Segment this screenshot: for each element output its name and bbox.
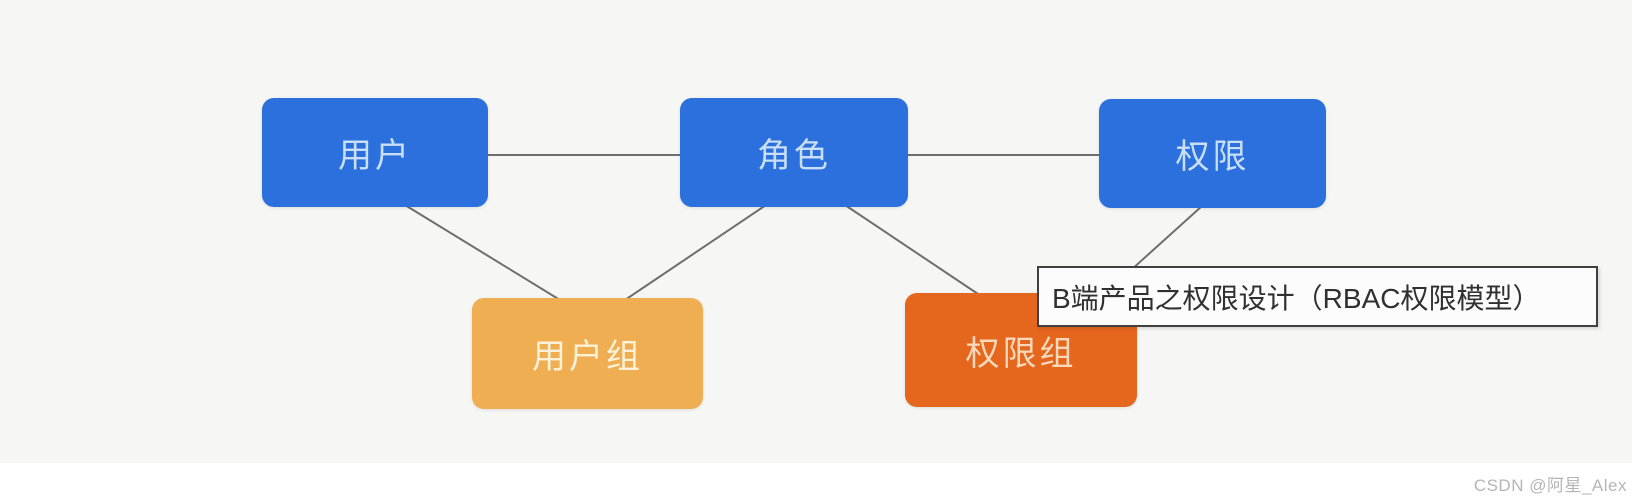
title-overlay-text: B端产品之权限设计（RBAC权限模型） (1052, 282, 1541, 314)
node-user-group: 用户组 (472, 298, 703, 409)
node-user: 用户 (262, 98, 488, 207)
edge-role-permission-group (844, 204, 991, 303)
diagram-background (0, 0, 1632, 463)
edge-role-user-group (624, 204, 767, 301)
title-overlay-box: B端产品之权限设计（RBAC权限模型） (1037, 266, 1598, 327)
node-permission-group: 权限组 (905, 293, 1137, 407)
node-permission-label: 权限 (1175, 138, 1250, 176)
node-permission: 权限 (1099, 99, 1326, 208)
csdn-watermark: CSDN @阿星_Alex (1473, 476, 1627, 495)
node-role: 角色 (680, 98, 908, 207)
node-user-label: 用户 (338, 137, 412, 175)
node-user-group-label: 用户组 (532, 338, 643, 376)
node-permission-group-label: 权限组 (965, 334, 1077, 373)
node-role-label: 角色 (757, 137, 831, 175)
edge-user-user-group (404, 204, 561, 301)
